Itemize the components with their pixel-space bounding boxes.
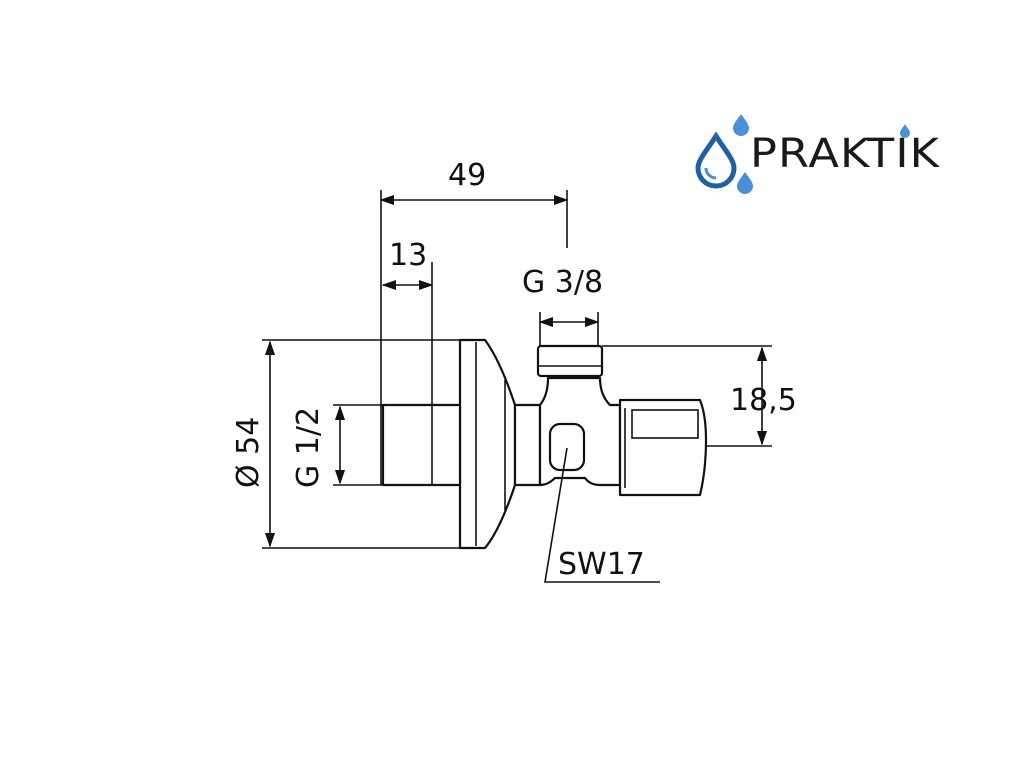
dim-label-diameter-54: Ø 54 [231,417,266,488]
dimension-diameter-54: Ø 54 [231,339,460,549]
wrench-flats [548,422,586,472]
small-drop-icon [733,114,749,136]
dimension-g12: G 1/2 [291,404,383,488]
inlet-thread [381,403,462,487]
dimension-49: 49 [379,158,569,485]
dim-label-13: 13 [389,238,427,273]
dim-label-g12: G 1/2 [291,407,326,488]
dimension-18-5: 18,5 [602,345,797,447]
dimension-sw17: SW17 [544,447,660,583]
dimension-13: 13 [381,238,434,405]
outlet-thread [536,344,604,378]
water-drop-icon [695,131,737,189]
dim-label-g38: G 3/8 [522,265,603,300]
dim-label-18-5: 18,5 [730,383,797,418]
dim-label-49: 49 [448,158,486,193]
logo-wordmark: PRAKTIK [750,131,941,177]
accent-drop-icon [900,124,910,138]
dimension-g38: G 3/8 [522,265,603,346]
praktik-logo: PRAKTIK [695,114,941,194]
valve-handle [618,398,708,497]
valve-body [381,338,708,550]
body-neck [513,403,542,487]
wall-flange [458,338,517,550]
dim-label-sw17: SW17 [558,547,645,582]
small-drop-icon [737,172,753,194]
